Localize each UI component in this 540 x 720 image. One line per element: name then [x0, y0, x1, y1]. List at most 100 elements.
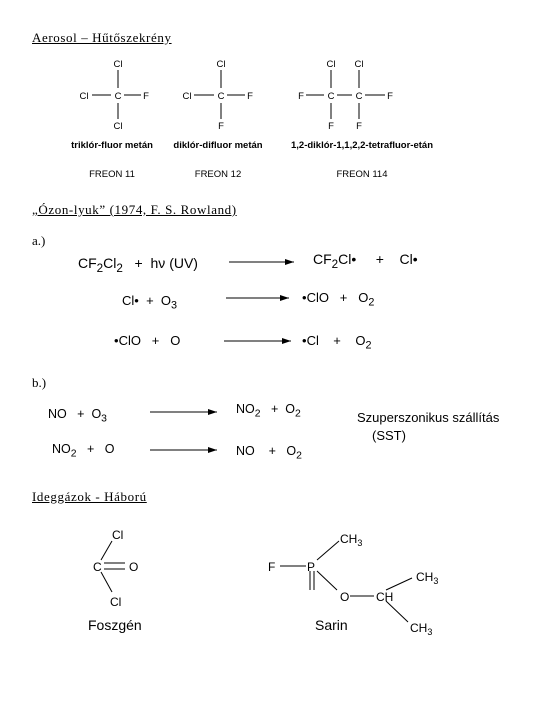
reaction-b1-products: NO2 + O2 — [236, 402, 301, 420]
plus-sign: + — [375, 251, 384, 267]
phosgene-name: Foszgén — [88, 617, 142, 633]
sarin-o: O — [340, 590, 349, 604]
sarin-f: F — [268, 560, 275, 574]
formula: Cl — [122, 293, 135, 308]
nerve-agent-structures: Cl C O Cl F P CH3 O CH CH3 CH3 Foszgén S… — [88, 528, 438, 637]
phosgene-cl-top: Cl — [112, 528, 123, 542]
formula: CF — [78, 255, 97, 271]
freon11-label: FREON 11 — [89, 169, 135, 180]
atom-label: F — [387, 91, 393, 102]
plus-sign: + — [151, 333, 160, 348]
reaction-b2-products: NO + O2 — [236, 444, 302, 462]
subscript: 2 — [365, 339, 372, 352]
formula: O — [358, 290, 369, 305]
sst-note: Szuperszonikus szállítás — [357, 410, 500, 425]
subscript: 2 — [96, 261, 104, 275]
plus-sign: + — [77, 407, 85, 421]
atom-label: Cl — [327, 59, 336, 70]
formula: NO — [236, 444, 255, 458]
sarin-ch3-top: CH3 — [340, 532, 362, 548]
plus-sign: + — [134, 255, 143, 271]
phosgene-o: O — [129, 560, 138, 574]
subscript: 2 — [331, 257, 339, 271]
reaction-b1-reactants: NO + O3 — [48, 407, 107, 425]
plus-sign: + — [270, 402, 279, 416]
atom-label: F — [298, 91, 304, 102]
atom-label: C — [218, 91, 225, 102]
freon12-name: diklór-difluor metán — [173, 140, 262, 151]
formula: O — [91, 407, 102, 421]
reaction-a1-reactants: CF2Cl2 + hν (UV) — [78, 255, 198, 275]
radical-dot: • — [351, 251, 357, 267]
plus-sign: + — [339, 290, 348, 305]
atom-label: F — [328, 121, 334, 132]
subscript: 2 — [70, 448, 77, 460]
freon114-label: FREON 114 — [336, 169, 387, 180]
freon11-name: triklór-fluor metán — [71, 140, 153, 151]
reaction-a2-reactants: Cl• + O3 — [122, 293, 177, 312]
formula: O — [160, 293, 172, 308]
atom-label: Cl — [114, 121, 123, 132]
formula: Cl — [306, 333, 319, 348]
formula: CF — [313, 251, 332, 267]
reaction-a3-reactants: •ClO + O — [114, 333, 180, 348]
subscript: 3 — [171, 299, 178, 312]
radical-dot: • — [302, 290, 307, 305]
radical-dot: • — [134, 293, 139, 308]
atom-label: F — [247, 91, 253, 102]
formula: NO — [48, 407, 67, 421]
sarin-ch: CH — [376, 590, 393, 604]
plus-sign: + — [333, 333, 341, 348]
formula: NO — [236, 402, 255, 416]
reaction-a2-products: •ClO + O2 — [302, 290, 374, 309]
sarin-ch3-bottom: CH3 — [410, 621, 432, 637]
sarin-p: P — [307, 560, 315, 574]
section-title-ozone: „Ózon-lyuk” (1974, F. S. Rowland) — [32, 202, 237, 217]
formula: ClO — [118, 333, 141, 348]
plus-sign: + — [86, 442, 95, 456]
subscript: 2 — [254, 408, 261, 420]
atom-label: F — [356, 121, 362, 132]
atom-label: Cl — [183, 91, 192, 102]
atom-label: F — [218, 121, 224, 132]
part-a-label: a.) — [32, 233, 46, 248]
atom-label: C — [356, 91, 363, 102]
atom-label: Cl — [80, 91, 89, 102]
formula: O — [104, 442, 115, 456]
atom-label: C — [115, 91, 122, 102]
radical-dot: • — [412, 251, 418, 267]
radical-dot: • — [114, 333, 119, 348]
reaction-a1-products: CF2Cl• + Cl• — [313, 251, 418, 271]
subscript: 2 — [368, 296, 375, 309]
freon114-name: 1,2-diklór-1,1,2,2-tetrafluor-etán — [291, 140, 433, 151]
atom-label: F — [143, 91, 149, 102]
formula: Cl — [399, 251, 413, 267]
part-b-label: b.) — [32, 375, 47, 390]
phosgene-cl-bottom: Cl — [110, 595, 121, 609]
formula: Cl — [103, 255, 117, 271]
formula: NO — [52, 442, 71, 456]
plus-sign: + — [146, 293, 154, 308]
formula: ClO — [306, 290, 329, 305]
reaction-a3-products: •Cl + O2 — [302, 333, 372, 352]
formula: O — [170, 333, 181, 348]
light-term: hν (UV) — [150, 255, 198, 271]
subscript: 2 — [294, 408, 301, 420]
section-title-aerosol: Aerosol – Hűtőszekrény — [32, 30, 172, 45]
subscript: 2 — [116, 261, 123, 275]
atom-label: Cl — [217, 59, 226, 70]
plus-sign: + — [268, 444, 276, 458]
sst-abbrev: (SST) — [372, 428, 406, 443]
section-title-nerve: Ideggázok - Háború — [32, 489, 147, 504]
atom-label: C — [328, 91, 335, 102]
formula: O — [355, 333, 366, 348]
phosgene-c: C — [93, 560, 102, 574]
freon-structures: Cl Cl C F Cl Cl Cl C F F Cl Cl F C C F F… — [71, 59, 433, 180]
subscript: 2 — [296, 450, 302, 462]
reaction-arrows — [150, 259, 294, 453]
sarin-name: Sarin — [315, 617, 348, 633]
formula: Cl — [338, 251, 352, 267]
reaction-b2-reactants: NO2 + O — [52, 442, 114, 460]
formula: O — [285, 402, 295, 416]
freon12-label: FREON 12 — [195, 169, 241, 180]
